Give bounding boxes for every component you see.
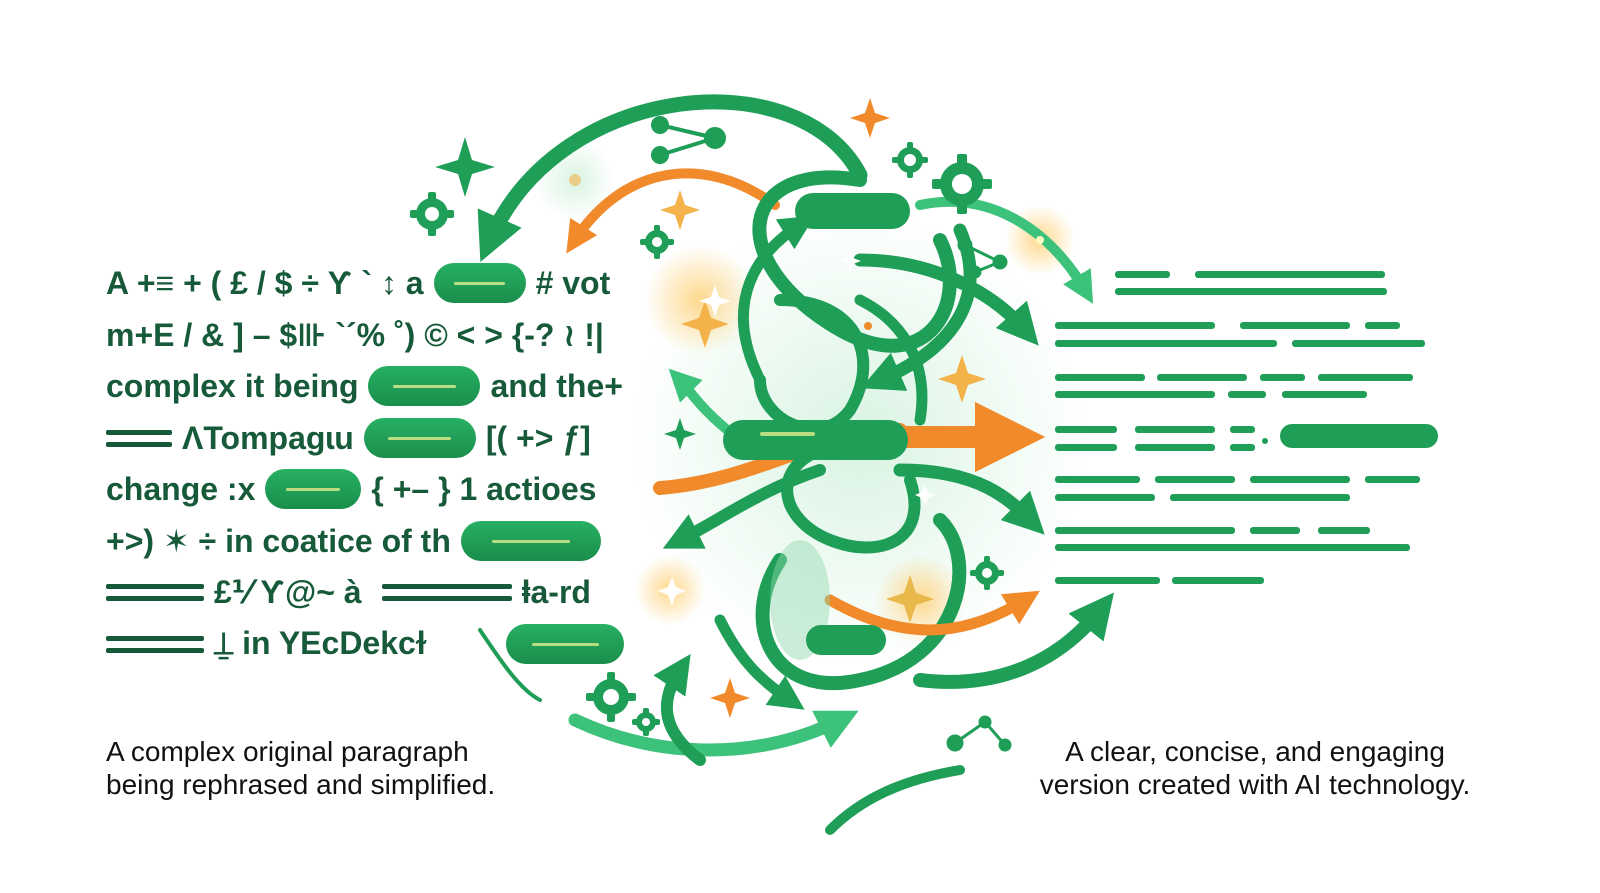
- gear-icon: [586, 672, 636, 722]
- gear-icon: [970, 556, 1004, 590]
- source-line-text: ⱡa-rd: [521, 573, 591, 610]
- arrow-icon: [752, 170, 957, 353]
- text-placeholder-bars: [106, 635, 204, 653]
- sparkle-icon: [660, 190, 700, 230]
- gear-icon: [632, 708, 660, 736]
- source-line-2: m+E / & ] – $⊪ `´% ˚) © < > {-? ≀ !|: [106, 313, 604, 357]
- sparkle-icon: [699, 285, 731, 317]
- sparkle-icon: [839, 250, 861, 272]
- caption-line: version created with AI technology.: [1039, 769, 1471, 800]
- source-line-text: and the+: [490, 367, 623, 404]
- text-placeholder-bars: [381, 583, 512, 601]
- node-graph-icon: [957, 237, 1008, 279]
- source-line-5: change :x { +– } 1 actioes: [106, 467, 596, 511]
- arrow-icon: [824, 590, 1040, 636]
- arrow-icon: [755, 513, 967, 691]
- sparkle-icon: [938, 355, 986, 403]
- source-line-text: [( +> ƒ]: [485, 419, 591, 456]
- glow: [535, 140, 615, 220]
- source-line-4: ɅTompagɩu [( +> ƒ]: [106, 416, 591, 460]
- gear-icon: [892, 142, 928, 178]
- arrow-icon: [653, 423, 907, 495]
- dot: [1262, 438, 1268, 444]
- glow: [875, 555, 965, 645]
- arrow-icon: [738, 215, 815, 386]
- source-line-text: # vot: [535, 264, 611, 301]
- sparkle-icon: [915, 485, 935, 505]
- arrow-icon: [781, 444, 921, 554]
- arrow-icon: [566, 168, 780, 254]
- source-line-7: £⅟ Ƴ@~ à ⱡa-rd: [106, 570, 591, 614]
- highlight-pill: [795, 193, 910, 229]
- source-line-text: £⅟ Ƴ@~ à: [214, 574, 362, 610]
- caption-line: being rephrased and simplified.: [106, 769, 496, 800]
- source-line-text: complex it being: [106, 367, 359, 404]
- arrow-icon: [662, 464, 826, 549]
- glow: [1005, 205, 1075, 275]
- sparkle-icon: [850, 98, 890, 138]
- arrow-icon: [477, 94, 868, 262]
- arrow-icon: [915, 196, 1094, 304]
- source-line-text: +>) ✶ ÷ in coatice of th: [106, 523, 451, 559]
- arrow-icon: [893, 463, 1045, 535]
- caption-original: A complex original paragraph being rephr…: [106, 735, 495, 801]
- glow: [630, 210, 1090, 670]
- highlight-pill: [806, 625, 886, 655]
- source-line-8: ⍊ in YEcDekcɫ: [106, 622, 634, 666]
- caption-result: A clear, concise, and engaging version c…: [1020, 735, 1490, 801]
- source-line-6: +>) ✶ ÷ in coatice of th: [106, 519, 611, 563]
- arrow-icon: [860, 223, 977, 391]
- caption-line: A complex original paragraph: [106, 736, 469, 767]
- highlight-pill: [460, 521, 601, 561]
- sparkle-icon: [664, 418, 696, 450]
- arrow-icon: [568, 710, 859, 757]
- source-line-text: ɅTompagɩu: [182, 419, 354, 456]
- highlight-pill: [723, 420, 908, 460]
- sparkle-icon: [658, 577, 686, 605]
- text-placeholder-bars: [106, 583, 204, 601]
- arrow-icon: [653, 654, 706, 766]
- arrow-icon: [825, 765, 965, 835]
- glow: [635, 555, 705, 625]
- sparkle-icon: [681, 300, 729, 348]
- source-line-text: ⍊ in YEcDekcɫ: [214, 625, 427, 661]
- highlight-pill: [265, 469, 362, 509]
- source-line-text: change :x: [106, 470, 256, 507]
- clean-text-lines: [1055, 271, 1438, 584]
- sparkle-icon: [435, 137, 495, 197]
- source-line-text: m+E / & ] – $⊪ `´% ˚) © < > {-? ≀ !|: [106, 317, 604, 353]
- caption-line: A clear, concise, and engaging: [1065, 736, 1445, 767]
- source-line-text: { +– } 1 actioes: [371, 470, 597, 507]
- arrow-icon: [913, 592, 1115, 689]
- highlight-pill: [760, 432, 815, 436]
- sparkle-icon: [710, 678, 750, 718]
- highlight-pill: [368, 366, 481, 406]
- source-line-3: complex it being and the+: [106, 364, 623, 408]
- node-graph-icon: [651, 116, 726, 164]
- glow: [645, 245, 755, 355]
- gear-icon: [410, 192, 454, 236]
- gear-icon: [932, 154, 992, 214]
- dot: [1036, 236, 1044, 244]
- arrow-icon: [668, 368, 745, 445]
- arrow-icon: [714, 614, 805, 710]
- text-placeholder-bars: [106, 429, 172, 447]
- arrow-icon: [754, 294, 870, 435]
- highlight-pill: [363, 418, 476, 458]
- arrow-icon: [853, 253, 1039, 346]
- glow: [770, 540, 830, 660]
- dot: [864, 322, 872, 330]
- node-graph-icon: [946, 715, 1012, 752]
- source-line-1: A +≡ + ( £ / $ ÷ Ƴ ` ↕ a # vot: [106, 261, 610, 305]
- highlight-pill: [506, 624, 625, 664]
- gear-icon: [640, 225, 674, 259]
- source-line-text: A +≡ + ( £ / $ ÷ Ƴ ` ↕ a: [106, 264, 424, 301]
- dot: [569, 174, 581, 186]
- arrow-icon: [854, 294, 928, 426]
- highlight-pill: [433, 263, 526, 303]
- sparkle-icon: [886, 575, 934, 623]
